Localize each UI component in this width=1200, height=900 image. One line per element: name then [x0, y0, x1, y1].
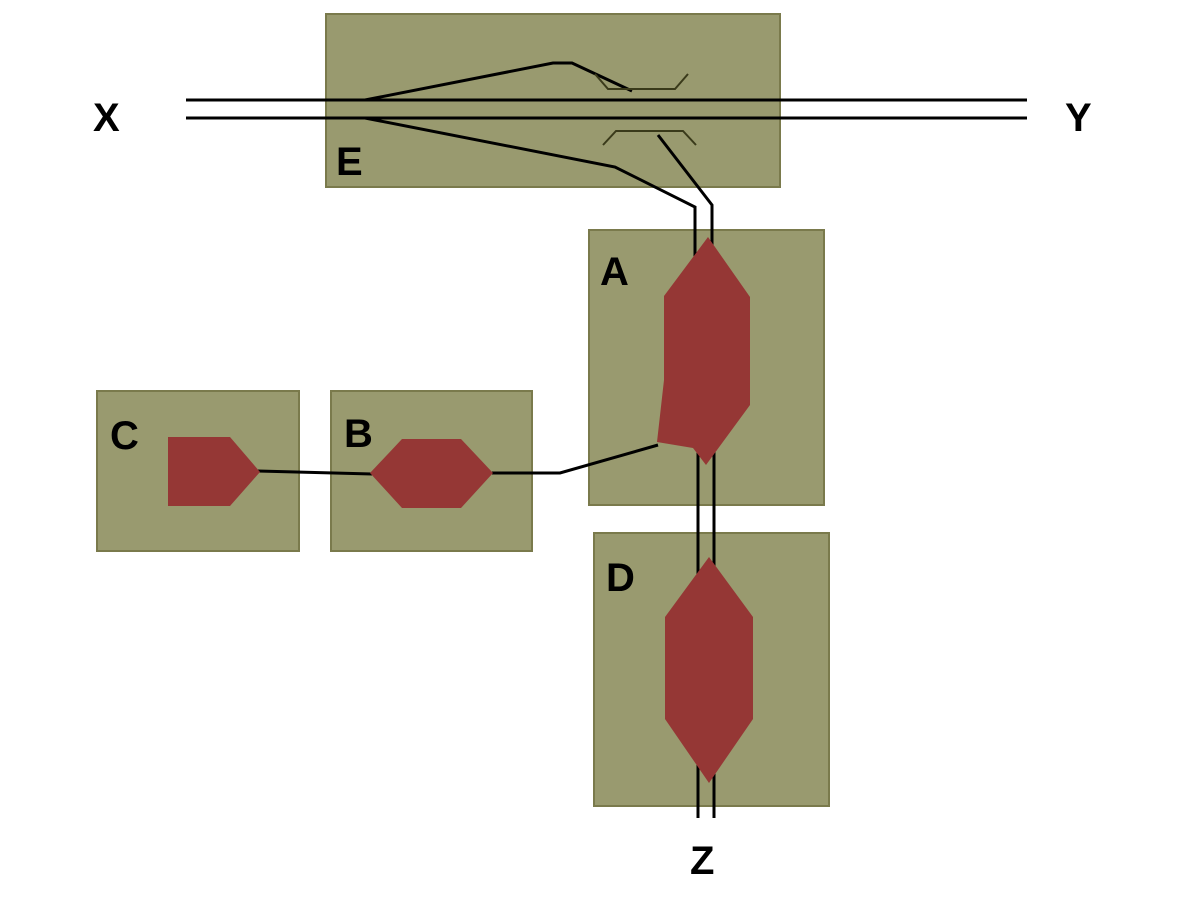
shape-b	[370, 439, 493, 508]
siding-mark-upper	[594, 73, 689, 90]
shape-a	[657, 237, 750, 465]
branch-line-upper	[364, 61, 633, 102]
link-c-b	[257, 469, 373, 476]
label-a: A	[600, 250, 629, 294]
branch-line-connector	[656, 134, 714, 258]
branch-line-lower	[364, 116, 697, 258]
label-x: X	[93, 96, 120, 140]
link-b-a	[492, 443, 659, 475]
label-c: C	[110, 414, 139, 458]
label-b: B	[344, 412, 373, 456]
label-y: Y	[1065, 96, 1092, 140]
shape-c	[168, 437, 260, 506]
shape-d	[665, 557, 753, 783]
label-d: D	[606, 556, 635, 600]
label-z: Z	[690, 839, 715, 883]
siding-mark-lower	[602, 130, 697, 146]
label-e: E	[336, 140, 363, 184]
